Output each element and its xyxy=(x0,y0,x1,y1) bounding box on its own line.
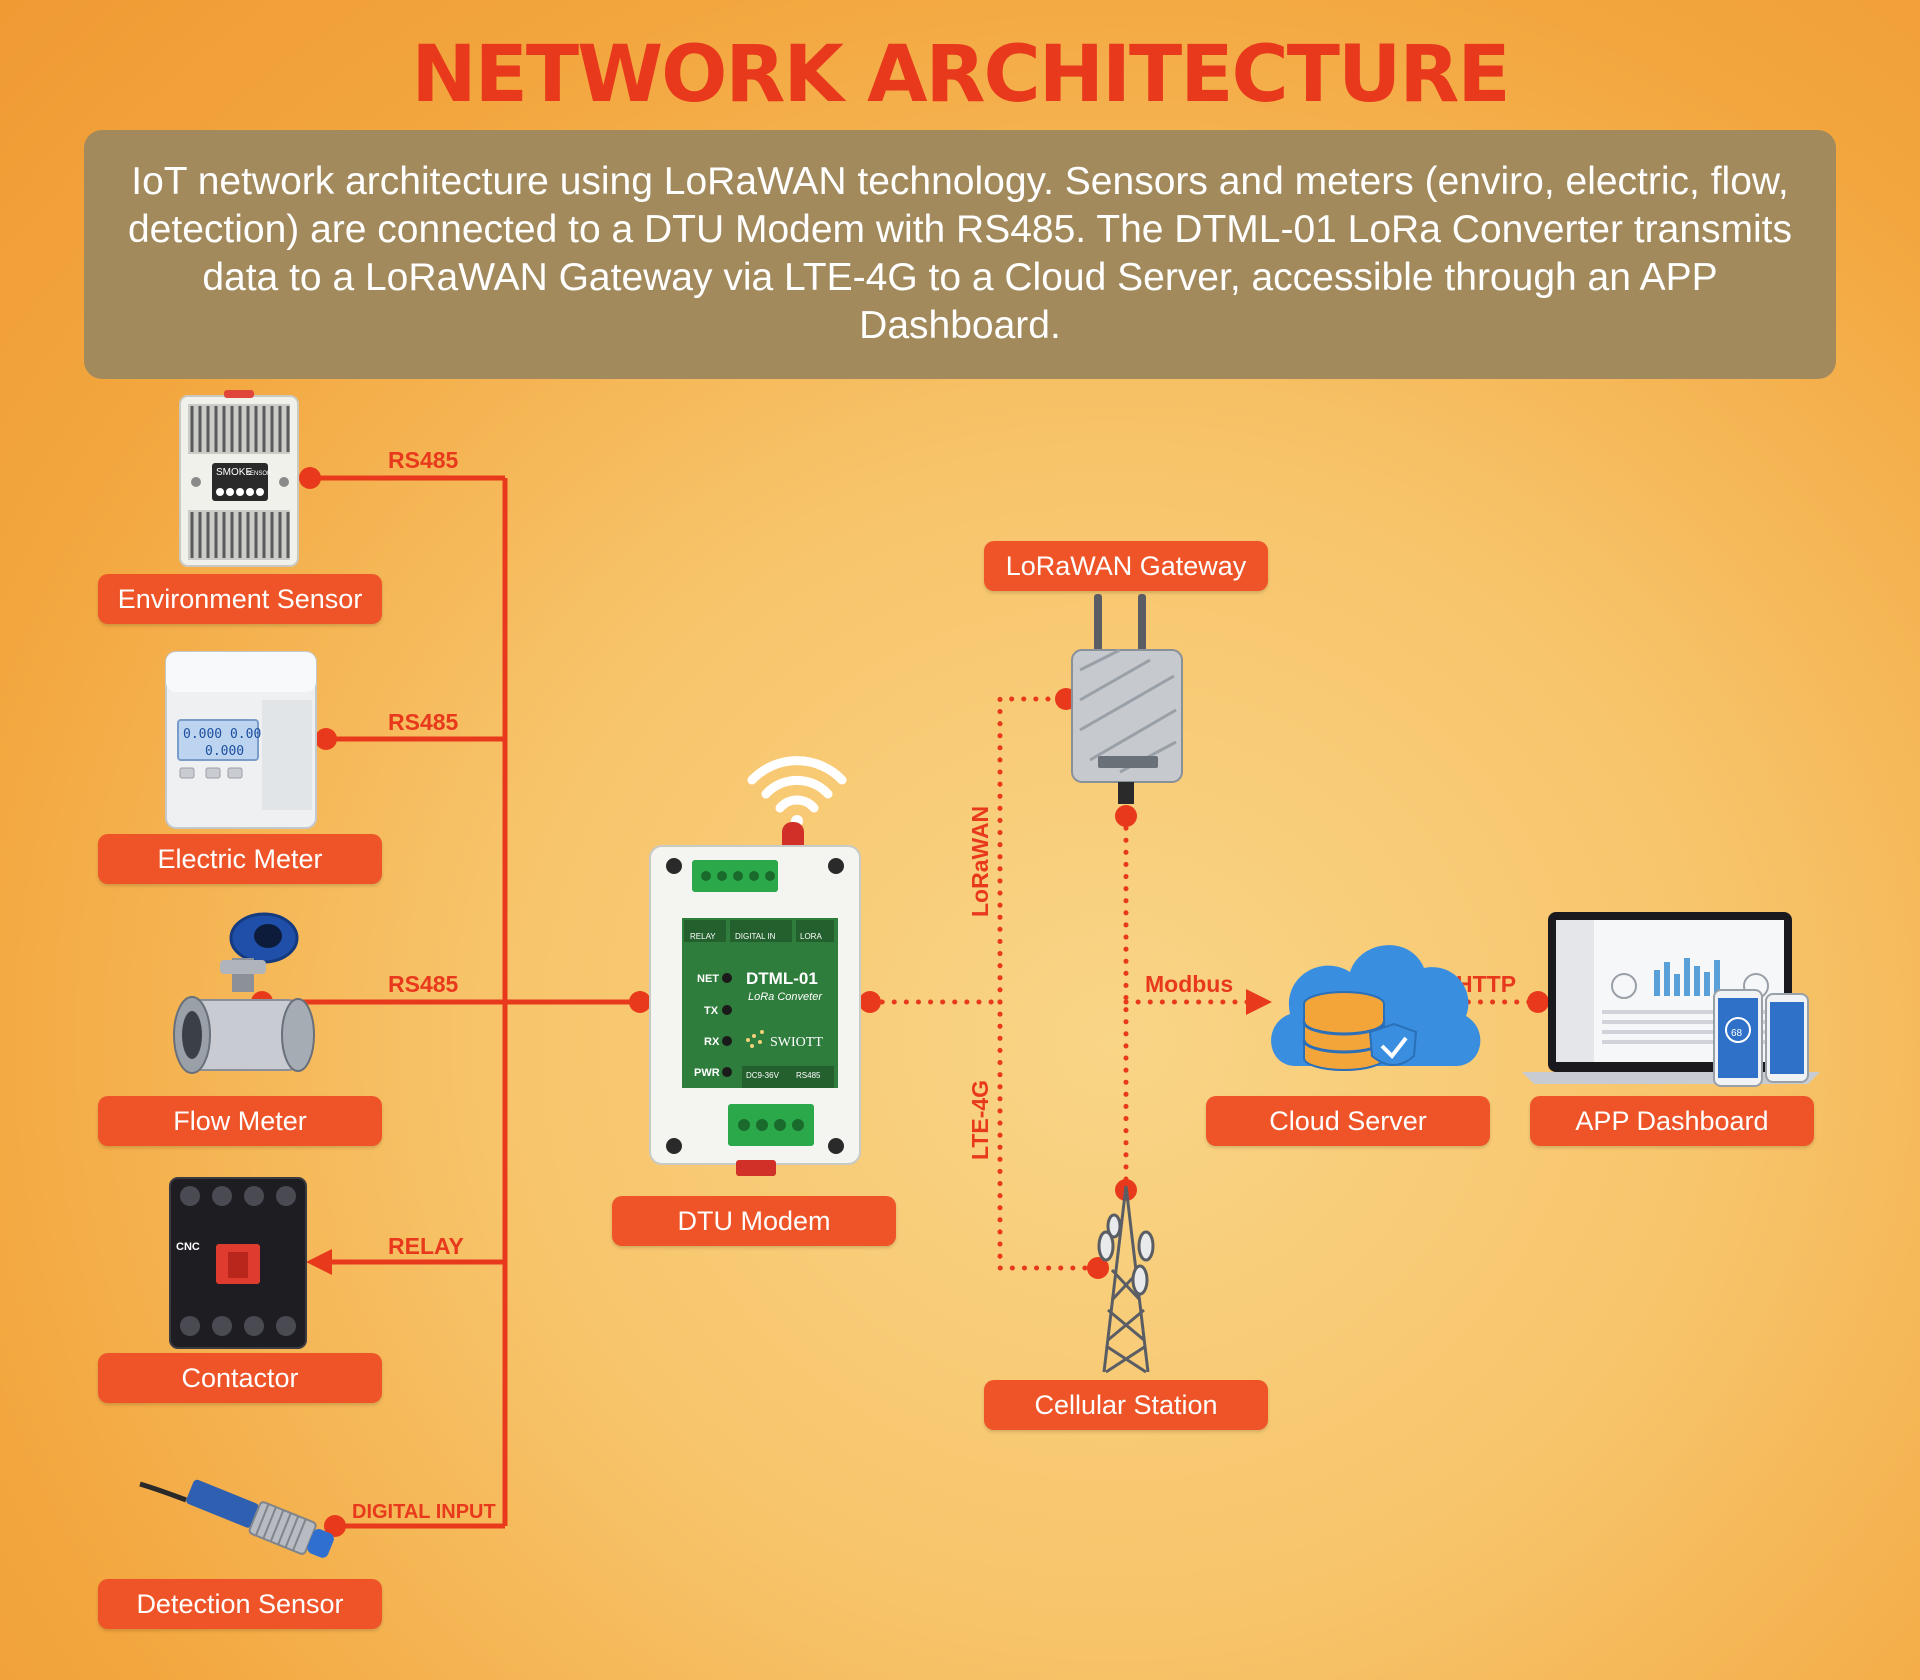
cellular-station-device xyxy=(1097,1185,1155,1374)
dtu-modem-device: RELAY DIGITAL IN LORA NET TX RX PWR DTML… xyxy=(649,756,861,1176)
dtu-port-dc: DC9-36V xyxy=(746,1071,780,1080)
cellular-station-label: Cellular Station xyxy=(984,1380,1268,1430)
edge-label-modbus: Modbus xyxy=(1145,971,1233,997)
app-dashboard-label: APP Dashboard xyxy=(1530,1096,1814,1146)
modbus-arrowhead xyxy=(1246,989,1272,1015)
dtu-led-pwr: PWR xyxy=(694,1067,720,1079)
lorawan-dots xyxy=(997,696,1069,1005)
phone-value-text: 68 xyxy=(1731,1028,1743,1039)
dtu-led-net: NET xyxy=(697,973,719,985)
gateway-bottom-dot xyxy=(1115,805,1137,827)
app-dashboard-device: 68 xyxy=(1522,912,1820,1087)
detection-sensor-device xyxy=(139,1479,334,1558)
meter-display-line-1: 0.000 0.000 xyxy=(183,727,269,742)
dtu-led-tx: TX xyxy=(704,1005,719,1017)
dtu-brand-text: SWIOTT xyxy=(770,1035,823,1050)
contactor-label: Contactor xyxy=(98,1353,382,1403)
lorawan-gateway-device xyxy=(1071,594,1183,804)
dtu-subtitle-text: LoRa Conveter xyxy=(748,991,823,1003)
rs485-bus xyxy=(262,475,640,1529)
environment-sensor-device: SMOKE SENSOR xyxy=(179,390,299,567)
environment-sensor-label: Environment Sensor xyxy=(98,574,382,624)
contactor-brand-text: CNC xyxy=(176,1241,200,1253)
description-box: IoT network architecture using LoRaWAN t… xyxy=(84,130,1836,379)
meter-dot xyxy=(315,728,337,750)
dtu-right-dot xyxy=(859,991,881,1013)
description-text: IoT network architecture using LoRaWAN t… xyxy=(127,160,1792,347)
cloud-server-device xyxy=(1271,945,1481,1071)
dashboard-left-dot xyxy=(1527,991,1549,1013)
dtu-model-text: DTML-01 xyxy=(746,969,818,988)
edge-label-digital: DIGITAL INPUT xyxy=(352,1501,496,1523)
detection-dot xyxy=(324,1515,346,1537)
edge-label-env: RS485 xyxy=(388,447,459,473)
contactor-device: CNC xyxy=(169,1177,307,1349)
edge-label-lte: LTE-4G xyxy=(967,1080,993,1160)
electric-meter-label: Electric Meter xyxy=(98,834,382,884)
smoke-panel-subtext: SENSOR xyxy=(246,471,272,477)
dtu-led-rx: RX xyxy=(704,1036,720,1048)
cloud-server-label: Cloud Server xyxy=(1206,1096,1490,1146)
env-dot xyxy=(299,467,321,489)
dtu-port-rs485: RS485 xyxy=(796,1071,821,1080)
dtu-modem-label: DTU Modem xyxy=(612,1196,896,1246)
page-title: NETWORK ARCHITECTURE xyxy=(411,30,1510,120)
relay-arrowhead xyxy=(306,1249,332,1275)
wireless-links xyxy=(867,696,1541,1271)
edge-label-lorawan: LoRaWAN xyxy=(967,806,993,917)
station-left-dot xyxy=(1087,1257,1109,1279)
meter-display-line-2: 0.000 xyxy=(205,744,244,759)
edge-label-relay: RELAY xyxy=(388,1233,464,1259)
lorawan-gateway-label: LoRaWAN Gateway xyxy=(984,541,1268,591)
dtu-port-digital: DIGITAL IN xyxy=(735,932,776,941)
dtu-port-relay: RELAY xyxy=(690,932,716,941)
edge-label-flow: RS485 xyxy=(388,971,459,997)
dtu-left-dot xyxy=(629,991,651,1013)
smoke-panel-text: SMOKE xyxy=(216,467,252,478)
dtu-port-lora: LORA xyxy=(800,932,822,941)
edge-label-meter: RS485 xyxy=(388,709,459,735)
flow-meter-label: Flow Meter xyxy=(98,1096,382,1146)
flow-meter-device xyxy=(173,912,315,1074)
electric-meter-device: 0.000 0.000 0.000 xyxy=(165,651,317,829)
detection-sensor-label: Detection Sensor xyxy=(98,1579,382,1629)
lte-dots xyxy=(997,999,1101,1271)
